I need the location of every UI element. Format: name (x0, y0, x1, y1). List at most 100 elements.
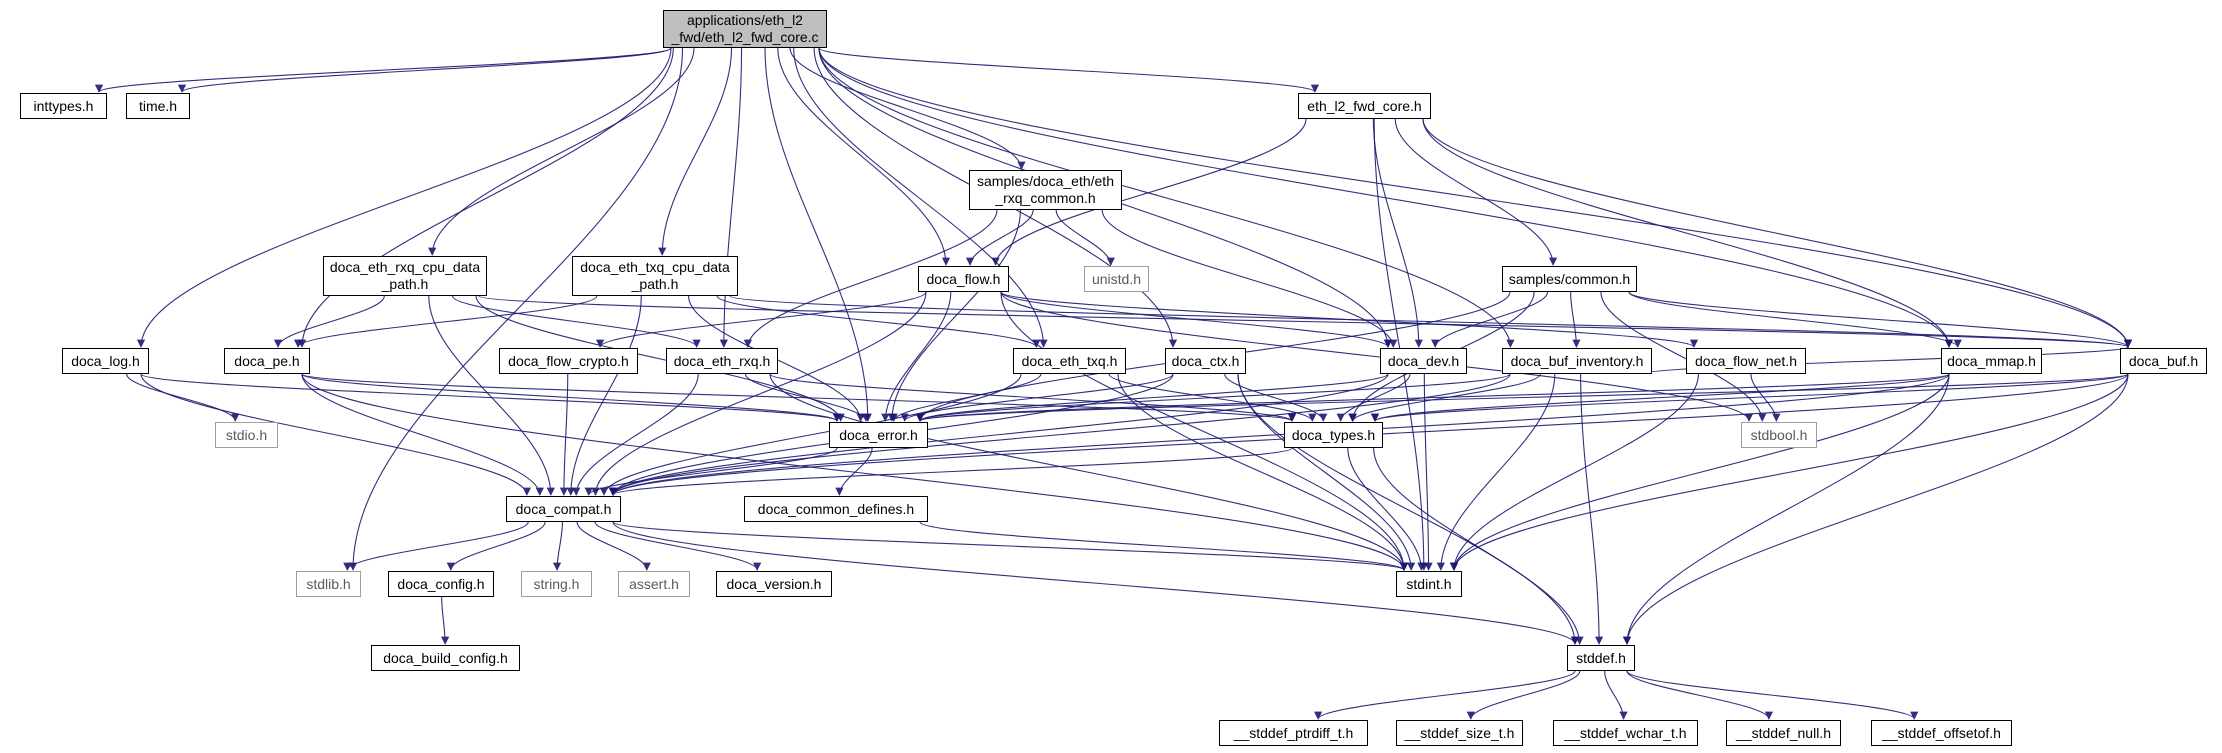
edge-doca_pe-to-doca_compat (301, 373, 544, 496)
edge-doca_dev-to-doca_error (916, 373, 1389, 422)
graph-node-txq_cpu[interactable]: doca_eth_txq_cpu_data _path.h (572, 256, 738, 296)
edge-samples_common-to-buf_inv (1570, 291, 1581, 348)
edge-eth_core_h-to-doca_dev (1372, 118, 1423, 348)
graph-node-doca_flow[interactable]: doca_flow.h (918, 266, 1009, 292)
edge-doca_error-to-common_defines (835, 447, 873, 496)
edge-eth_core_h-to-doca_mmap (1422, 118, 1954, 348)
graph-node-doca_error[interactable]: doca_error.h (829, 422, 928, 448)
graph-node-build_config[interactable]: doca_build_config.h (371, 645, 520, 671)
edge-eth_core_h-to-samples_common (1394, 118, 1558, 266)
edge-doca_types-to-doca_compat (609, 447, 1293, 496)
edge-eth_core_h-to-stdint (1373, 118, 1428, 571)
graph-node-samples_common[interactable]: samples/common.h (1502, 266, 1637, 292)
graph-node-null: __stddef_null.h (1726, 720, 1841, 746)
edge-doca_dev-to-doca_compat (609, 373, 1389, 496)
graph-node-root: applications/eth_l2 _fwd/eth_l2_fwd_core… (663, 10, 827, 48)
graph-node-doca_ctx[interactable]: doca_ctx.h (1165, 348, 1246, 374)
edge-doca_compat-to-stdlib (343, 521, 529, 571)
edge-flow_net-to-stdint (1449, 373, 1699, 571)
edge-eth_rxq-to-doca_types (769, 373, 1296, 422)
edge-stddef-to-ptrdiff (1314, 670, 1576, 720)
graph-node-ptrdiff: __stddef_ptrdiff_t.h (1219, 720, 1368, 746)
graph-node-common_defines[interactable]: doca_common_defines.h (744, 496, 928, 522)
graph-node-doca_pe[interactable]: doca_pe.h (224, 348, 310, 374)
edge-doca_buf-to-stdint (1449, 373, 2129, 571)
edge-doca_flow-to-doca_dev (1000, 291, 1392, 348)
graph-node-doca_log[interactable]: doca_log.h (62, 348, 149, 374)
edge-eth_txq-to-doca_compat (599, 373, 1022, 496)
edge-txq_cpu-to-doca_buf (729, 295, 2132, 348)
edge-samples_common-to-doca_mmap (1628, 291, 1962, 348)
edge-root-to-txq_cpu (658, 47, 733, 256)
graph-node-doca_config[interactable]: doca_config.h (388, 571, 494, 597)
edge-doca_compat-to-stdint (612, 521, 1408, 571)
edge-doca_flow-to-doca_compat (591, 291, 927, 496)
edge-flow_crypto-to-doca_compat (559, 373, 569, 496)
graph-node-eth_core_h[interactable]: eth_l2_fwd_core.h (1298, 93, 1431, 119)
edge-root-to-stdlib (348, 47, 684, 571)
edge-root-to-doca_flow (777, 47, 951, 266)
edge-doca_flow-to-flow_net (1000, 291, 1698, 348)
edge-buf_inv-to-doca_buf (1643, 346, 2132, 375)
graph-node-flow_crypto[interactable]: doca_flow_crypto.h (499, 348, 638, 374)
edge-doca_compat-to-doca_version (594, 521, 762, 571)
edge-root-to-doca_pe (297, 47, 674, 348)
graph-node-size_t: __stddef_size_t.h (1396, 720, 1523, 746)
graph-node-flow_net[interactable]: doca_flow_net.h (1686, 348, 1806, 374)
edge-buf_inv-to-stdint (1436, 373, 1556, 571)
edge-doca_mmap-to-stddef (1622, 373, 1950, 645)
edge-doca_dev-to-stdint (1423, 373, 1433, 571)
edge-eth_txq-to-stdint (1117, 373, 1409, 571)
edge-root-to-time (178, 47, 672, 93)
graph-node-doca_version[interactable]: doca_version.h (716, 571, 832, 597)
edge-buf_inv-to-doca_compat (609, 373, 1511, 496)
graph-node-doca_types[interactable]: doca_types.h (1284, 422, 1383, 448)
edge-rxq_cpu-to-doca_compat (428, 295, 555, 496)
edge-rxq_cpu-to-doca_error (475, 295, 845, 422)
edge-doca_mmap-to-stdint (1449, 373, 1950, 571)
graph-node-doca_mmap[interactable]: doca_mmap.h (1941, 348, 2042, 374)
edge-doca_dev-to-doca_types (1336, 373, 1411, 422)
graph-node-eth_rxq[interactable]: doca_eth_rxq.h (666, 348, 778, 374)
graph-node-doca_dev[interactable]: doca_dev.h (1380, 348, 1467, 374)
edge-root-to-eth_txq (793, 47, 1048, 348)
graph-node-string: string.h (521, 571, 592, 597)
edge-doca_ctx-to-stddef (1237, 373, 1580, 645)
graph-node-offsetof: __stddef_offsetof.h (1871, 720, 2012, 746)
edge-doca_flow-to-flow_crypto (596, 291, 927, 348)
graph-node-doca_compat[interactable]: doca_compat.h (506, 496, 621, 522)
graph-node-rxq_cpu[interactable]: doca_eth_rxq_cpu_data _path.h (323, 256, 487, 296)
edge-doca_pe-to-doca_error (301, 373, 841, 422)
edge-doca_compat-to-assert (576, 521, 651, 571)
edge-doca_compat-to-string (552, 521, 563, 571)
edge-doca_pe-to-stdint (301, 373, 1409, 571)
edge-doca_pe-to-doca_types (301, 373, 1296, 422)
graph-node-buf_inv[interactable]: doca_buf_inventory.h (1502, 348, 1652, 374)
edge-samples_common-to-doca_dev (1431, 291, 1549, 348)
graph-node-eth_txq[interactable]: doca_eth_txq.h (1013, 348, 1126, 374)
graph-node-stdint: stdint.h (1396, 571, 1462, 597)
edge-doca_log-to-doca_error (140, 373, 841, 422)
edge-root-to-doca_error (764, 47, 872, 422)
edge-doca_error-to-doca_compat (584, 447, 838, 496)
edge-root-to-doca_log (136, 47, 672, 348)
edge-root-to-inttypes (95, 47, 672, 93)
edge-rxq_cpu-to-doca_buf (478, 295, 2132, 348)
graph-node-doca_buf[interactable]: doca_buf.h (2120, 348, 2207, 374)
edge-stddef-to-null (1626, 670, 1773, 720)
graph-node-assert: assert.h (618, 571, 690, 597)
edge-rxq_cpu-to-doca_pe (273, 295, 385, 348)
edge-doca_buf-to-doca_types (1371, 373, 2129, 422)
edge-doca_flow-to-stdbool (1000, 291, 1754, 422)
edge-doca_types-to-stdint (1347, 447, 1426, 571)
edge-root-to-doca_mmap (818, 47, 1954, 348)
edge-buf_inv-to-doca_error (916, 373, 1511, 422)
edge-stddef-to-wchar (1604, 670, 1628, 720)
graph-node-stdbool: stdbool.h (1741, 422, 1817, 448)
graph-node-unistd: unistd.h (1084, 266, 1149, 292)
graph-node-rxq_common[interactable]: samples/doca_eth/eth _rxq_common.h (969, 170, 1122, 210)
edge-doca_flow-to-stdint (1000, 291, 1409, 571)
edge-doca_compat-to-stddef (612, 521, 1579, 645)
edge-eth_rxq-to-doca_compat (572, 373, 699, 496)
